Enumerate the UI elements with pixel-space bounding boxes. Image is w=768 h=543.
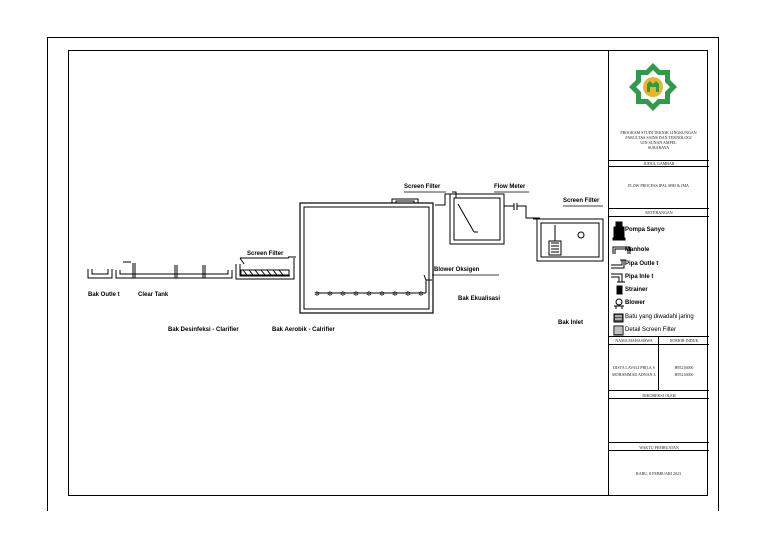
drawing-border: [68, 50, 708, 496]
diffuser-icon: ✲: [392, 290, 398, 298]
col-nama-header: NAMA MAHASISWA: [615, 338, 653, 343]
legend-pompa-sanyo: Pompa Sanyo: [625, 227, 665, 233]
label-bak-inlet: Bak Inlet: [558, 320, 584, 326]
waktu-header: WAKTU PEMBUATAN: [639, 445, 679, 450]
label-bak-aerobik: Bak Aerobik - Calrifier: [272, 327, 335, 333]
label-bak-ekualisasi: Bak Ekualisasi: [458, 296, 501, 302]
label-screen-filter-top: Screen Filter: [404, 184, 441, 190]
diffuser-icon: ✲: [418, 290, 424, 298]
pipe-outlet-icon: [611, 259, 626, 269]
label-blower-oksigen: Blower Oksigen: [434, 267, 480, 273]
screen-filter-detail-icon: [613, 325, 624, 336]
legend-pipa-outlet: Pipa Outle t: [625, 261, 659, 267]
blower-icon: [614, 298, 624, 309]
institution-line: PROGRAM STUDI TEKNIK LINGKUNGAN: [620, 130, 697, 135]
clear-tank-trough: [115, 270, 233, 279]
desinfeksi-tank: [235, 258, 295, 280]
diffuser-icon: ✲: [353, 290, 359, 298]
institution-line: UIN SUNAN AMPEL: [640, 140, 677, 145]
judul-value: FLOW PROCESS IPAL SBH & JMA: [628, 183, 689, 188]
inlet-tank: [536, 218, 604, 262]
dikoreksi-header: DIKOREKSI OLEH: [642, 393, 676, 398]
screen-filter-tank: [449, 193, 505, 245]
pipe-inlet-icon: [611, 273, 625, 283]
institution-line: SURABAYA: [647, 145, 670, 150]
col-nim-header: NOMOR INDUK: [669, 338, 699, 343]
institution-line: FAKULTAS SAINS DAN TEKNOLOGI: [625, 135, 692, 140]
label-bak-desinfeksi: Bak Desinfeksi - Clarifier: [168, 327, 239, 333]
title-block: PROGRAM STUDI TEKNIK LINGKUNGAN FAKULTAS…: [608, 50, 709, 496]
university-logo: [628, 62, 678, 112]
student-name: MOHAMMAD ADNAN L: [612, 372, 656, 377]
student-nim: H95216000: [674, 372, 694, 377]
student-nim: H95216000: [674, 365, 694, 370]
label-flow-meter: Flow Meter: [494, 184, 526, 190]
diffuser-icon: ✲: [314, 290, 320, 298]
drawing-frame: [47, 37, 719, 511]
legend-detail-screen-filter: Detail Screen Filter: [625, 327, 677, 333]
legend-blower: Blower: [625, 300, 646, 306]
stone-mesh-icon: [613, 313, 624, 323]
legend-batu-jaring: Batu yang diwadahi jaring: [625, 314, 694, 320]
legend-strainer: Strainer: [625, 287, 648, 293]
label-bak-outlet: Bak Outle t: [88, 292, 120, 298]
bak-outlet-tank: [87, 269, 113, 279]
legend-manhole: Manhole: [625, 247, 650, 253]
legend-pipa-inlet: Pipa Inle t: [625, 274, 654, 280]
label-clear-tank: Clear Tank: [138, 292, 169, 298]
label-screen-filter-left: Screen Filter: [247, 251, 284, 257]
diffuser-icon: ✲: [327, 290, 333, 298]
judul-header: JUDUL GAMBAR: [643, 161, 675, 166]
waktu-value: RABU, 8 FEBRUARI 2023: [636, 471, 681, 476]
diffuser-icon: ✲: [405, 290, 411, 298]
diffuser-icon: ✲: [340, 290, 346, 298]
diffuser-icon: ✲: [366, 290, 372, 298]
manhole-icon: [612, 246, 631, 254]
aerobik-tank: [299, 202, 434, 314]
strainer-icon: [616, 285, 623, 295]
label-screen-filter-right: Screen Filter: [563, 198, 600, 204]
keterangan-header: KETERANGAN: [645, 210, 673, 215]
student-name: DISTA LAVALI PRILA S: [613, 365, 655, 370]
pump-icon: [612, 221, 626, 241]
diffuser-icon: ✲: [379, 290, 385, 298]
